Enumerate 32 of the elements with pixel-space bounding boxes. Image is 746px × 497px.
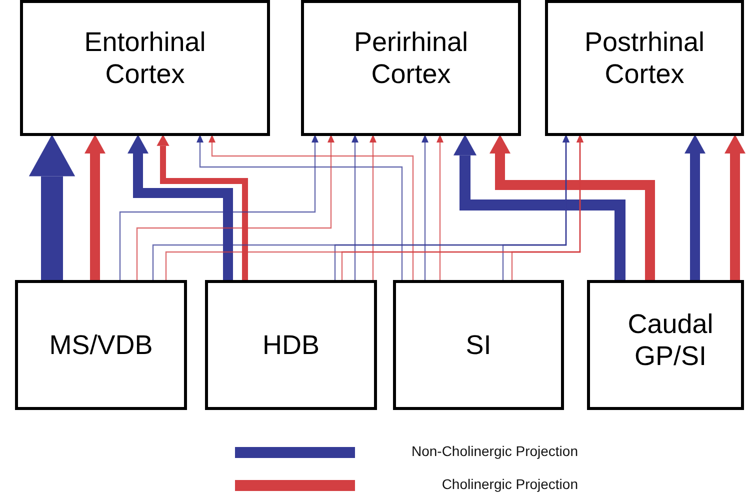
projection-arrow xyxy=(422,134,428,282)
projection-arrow xyxy=(684,134,706,282)
projection-arrow xyxy=(28,134,76,282)
region-box xyxy=(393,280,564,410)
region-box xyxy=(205,280,377,410)
region-label: SI xyxy=(466,328,492,362)
region-box xyxy=(15,280,187,410)
region-box xyxy=(20,0,270,136)
projection-arrow xyxy=(453,134,626,282)
projection-arrow xyxy=(84,134,106,282)
region-label: MS/VDB xyxy=(49,328,153,362)
region-label: HDB xyxy=(262,328,320,362)
region-box xyxy=(587,280,744,410)
projection-arrow xyxy=(352,134,358,282)
projection-arrow xyxy=(156,134,248,282)
region-label: Entorhinal Cortex xyxy=(83,26,207,90)
projection-arrow xyxy=(136,134,334,282)
projection-arrow xyxy=(502,134,570,282)
projection-arrow xyxy=(119,134,318,282)
legend-label: Cholinergic Projection xyxy=(442,476,578,492)
projection-arrow xyxy=(724,134,746,282)
region-box xyxy=(545,0,744,136)
legend-label: Non-Cholinergic Projection xyxy=(411,443,578,459)
projection-arrow xyxy=(128,134,233,282)
projection-arrow xyxy=(511,134,584,282)
projection-arrow xyxy=(490,134,655,282)
region-label: Perirhinal Cortex xyxy=(352,26,470,90)
region-label: Caudal GP/SI xyxy=(626,308,714,372)
region-box xyxy=(301,0,521,136)
projection-arrow xyxy=(436,134,444,282)
projection-arrow xyxy=(370,134,376,282)
region-label: Postrhinal Cortex xyxy=(583,26,706,90)
